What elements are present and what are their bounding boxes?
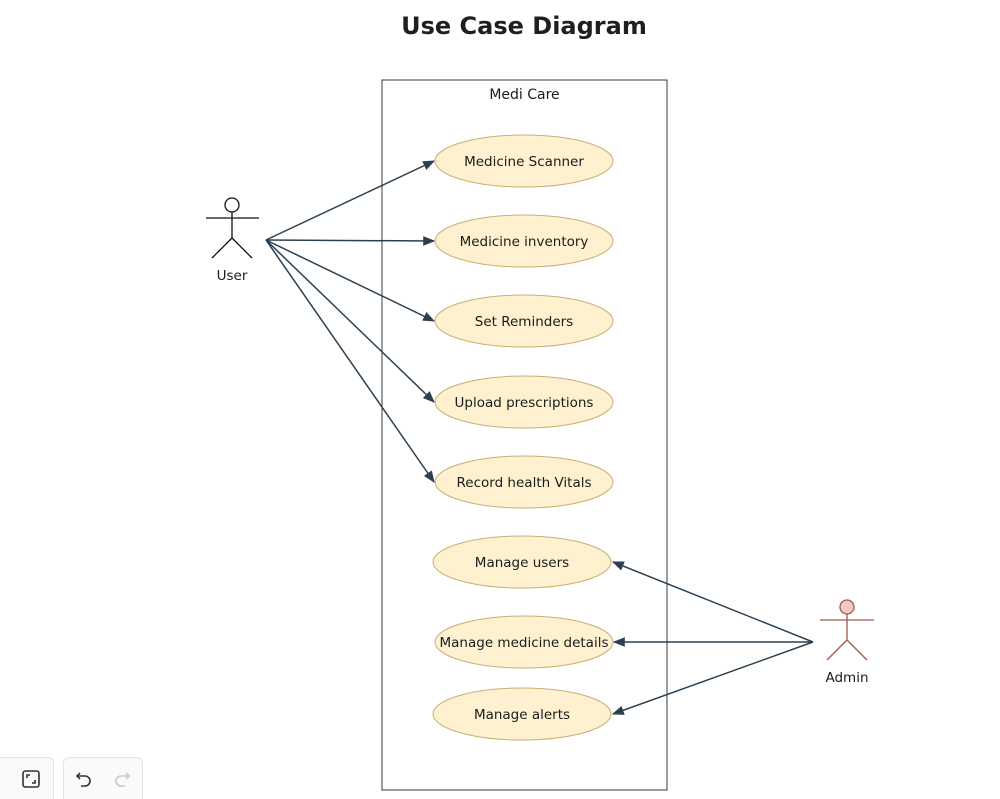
use-case-manage-users[interactable]: Manage users (432, 535, 612, 589)
actor-user-label: User (217, 268, 248, 284)
association-arrow[interactable] (265, 160, 436, 241)
association-arrow[interactable] (265, 239, 435, 403)
association-arrow[interactable] (611, 641, 814, 715)
user-associations (265, 160, 436, 483)
system-boundary[interactable]: Medi Care (381, 79, 668, 791)
association-arrow[interactable] (611, 561, 814, 643)
use-case-label: Medicine Scanner (464, 154, 584, 170)
system-name: Medi Care (489, 87, 559, 103)
use-case-label: Set Reminders (475, 314, 573, 330)
association-arrow[interactable] (265, 239, 435, 483)
use-case-manage-alerts[interactable]: Manage alerts (432, 687, 612, 741)
use-case-record-health-vitals[interactable]: Record health Vitals (434, 455, 614, 509)
fit-screen-icon[interactable] (19, 767, 43, 791)
actor-admin-label: Admin (825, 670, 868, 686)
use-case-label: Manage medicine details (440, 635, 609, 651)
use-case-label: Record health Vitals (457, 475, 592, 491)
use-case-label: Upload prescriptions (455, 395, 594, 411)
history-toolbar (63, 757, 143, 799)
use-case-set-reminders[interactable]: Set Reminders (434, 294, 614, 348)
diagram-title: Use Case Diagram (401, 12, 647, 40)
actor-head-icon (839, 599, 855, 615)
association-arrow[interactable] (265, 236, 436, 246)
use-case-label: Manage alerts (474, 707, 570, 723)
view-toolbar (0, 757, 54, 799)
use-case-manage-medicine-details[interactable]: Manage medicine details (434, 615, 614, 669)
actor-admin[interactable] (820, 599, 874, 661)
actor-user[interactable] (206, 197, 259, 259)
admin-associations (611, 561, 814, 715)
actor-head-icon (224, 197, 240, 213)
use-case-label: Medicine inventory (460, 234, 589, 250)
association-arrow[interactable] (265, 239, 436, 322)
use-case-upload-prescriptions[interactable]: Upload prescriptions (434, 375, 614, 429)
use-case-medicine-inventory[interactable]: Medicine inventory (434, 214, 614, 268)
redo-icon[interactable] (110, 767, 134, 791)
use-case-medicine-scanner[interactable]: Medicine Scanner (434, 134, 614, 188)
use-case-label: Manage users (475, 555, 569, 571)
undo-icon[interactable] (72, 767, 96, 791)
